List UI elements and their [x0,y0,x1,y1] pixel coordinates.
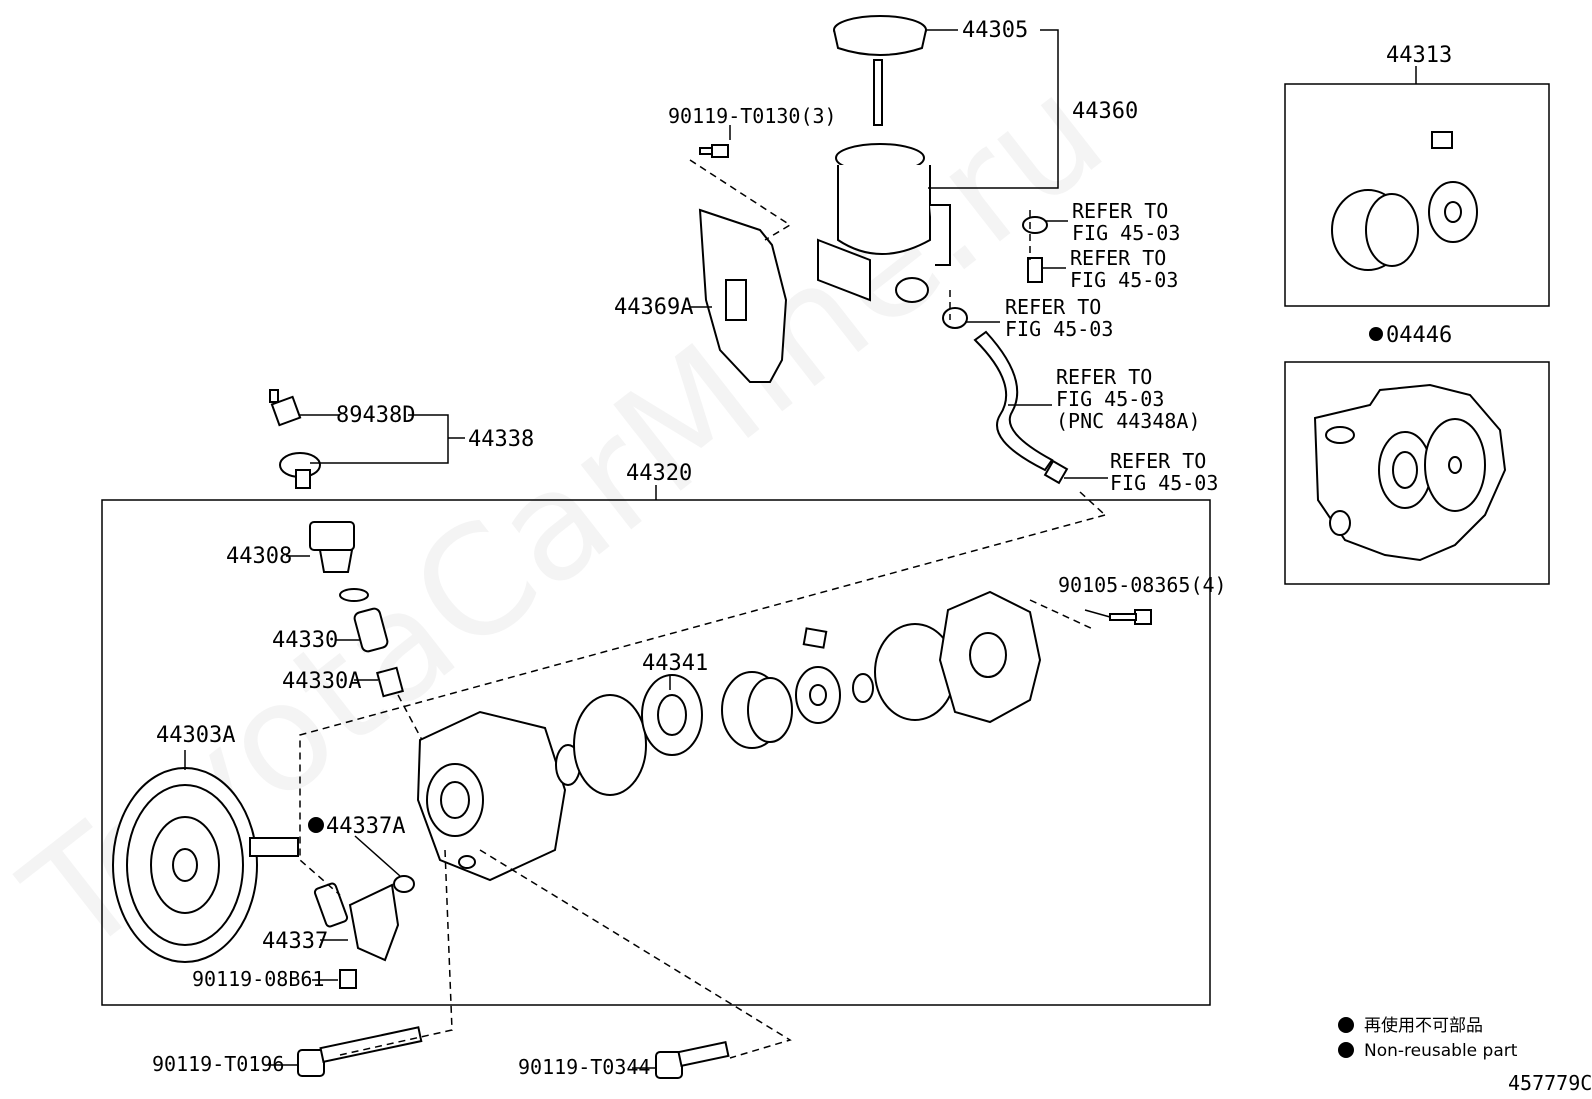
return-hose [973,330,1054,472]
legend-en: Non-reusable part [1364,1041,1518,1061]
refer-5-line2: FIG 45-03 [1110,471,1218,495]
label-44369A: 44369A [614,295,693,320]
pulley-44303A [112,767,299,963]
hose-clip-2 [942,307,968,329]
bolt-90119-T0130 [699,144,729,158]
hose-clip-3 [1043,459,1069,485]
diagram-id: 457779C [1508,1071,1592,1095]
snap-ring [852,673,874,703]
label-90119-T0196: 90119-T0196 [152,1052,284,1076]
refer-3-line2: FIG 45-03 [1005,317,1113,341]
refer-1-line2: FIG 45-03 [1072,221,1180,245]
filled-dot-icon [1338,1042,1354,1058]
label-44338: 44338 [468,427,534,452]
kit-box-44313 [1284,83,1550,307]
label-44337: 44337 [262,929,328,954]
sensor-89438D [269,389,302,427]
refer-3-line1: REFER TO [1005,295,1101,319]
label-90105-08365: 90105-08365(4) [1058,573,1227,597]
o-ring-44337A [393,875,415,893]
label-90119-08B61: 90119-08B61 [192,967,324,991]
kit-44313-rotor [1428,181,1478,243]
rotor [795,666,841,724]
bolt-90119-T0196 [297,1026,423,1077]
o-ring-small-1 [339,588,369,602]
vane [802,627,828,649]
refer-4-line3: (PNC 44348A) [1056,409,1201,433]
reservoir-cap [833,15,927,126]
rear-housing [938,590,1042,724]
label-90119-T0130: 90119-T0130(3) [668,104,837,128]
legend-jp: 再使用不可部品 [1364,1015,1483,1036]
refer-2-line1: REFER TO [1070,246,1166,270]
reservoir-tank [817,143,951,303]
refer-4-line2: FIG 45-03 [1056,387,1164,411]
kit-box-04446 [1284,361,1550,585]
label-44308: 44308 [226,544,292,569]
pump-body [416,710,567,882]
label-89438D: 89438D [336,403,415,428]
valve-44330 [353,607,389,653]
bolt-90119-08B61 [339,969,357,989]
cam-ring [721,671,793,749]
label-44341: 44341 [642,651,708,676]
refer-2-line2: FIG 45-03 [1070,268,1178,292]
o-ring-large [573,694,647,796]
refer-1-line1: REFER TO [1072,199,1168,223]
refer-5-line1: REFER TO [1110,449,1206,473]
hose-short [1027,257,1043,283]
filled-dot-icon [308,817,324,833]
spring-44330A [376,666,404,698]
label-90119-T0344: 90119-T0344 [518,1055,650,1079]
reservoir-bracket [698,208,788,383]
label-44337A: 44337A [326,814,405,839]
kit-44313-cam-ring [1331,189,1419,271]
label-44330A: 44330A [282,669,361,694]
kit-04446-gasket [1313,383,1507,562]
label-04446: 04446 [1386,323,1452,348]
union-44337 [313,882,400,962]
label-44303A: 44303A [156,723,235,748]
label-44313: 44313 [1386,43,1452,68]
label-44360: 44360 [1072,99,1138,124]
refer-4-line1: REFER TO [1056,365,1152,389]
bolt-90105-08365 [1109,609,1152,625]
label-44330: 44330 [272,628,338,653]
valve-plug-44308 [309,521,355,573]
bolt-90119-T0344 [655,1040,730,1079]
kit-44313-vane [1431,131,1453,149]
label-44320: 44320 [626,461,692,486]
filled-dot-icon [1338,1017,1354,1033]
sensor-union [279,452,321,489]
side-plate-44341 [641,674,703,756]
hose-clip-1 [1022,216,1048,234]
label-44305: 44305 [962,18,1028,43]
filled-dot-icon [1369,327,1383,341]
